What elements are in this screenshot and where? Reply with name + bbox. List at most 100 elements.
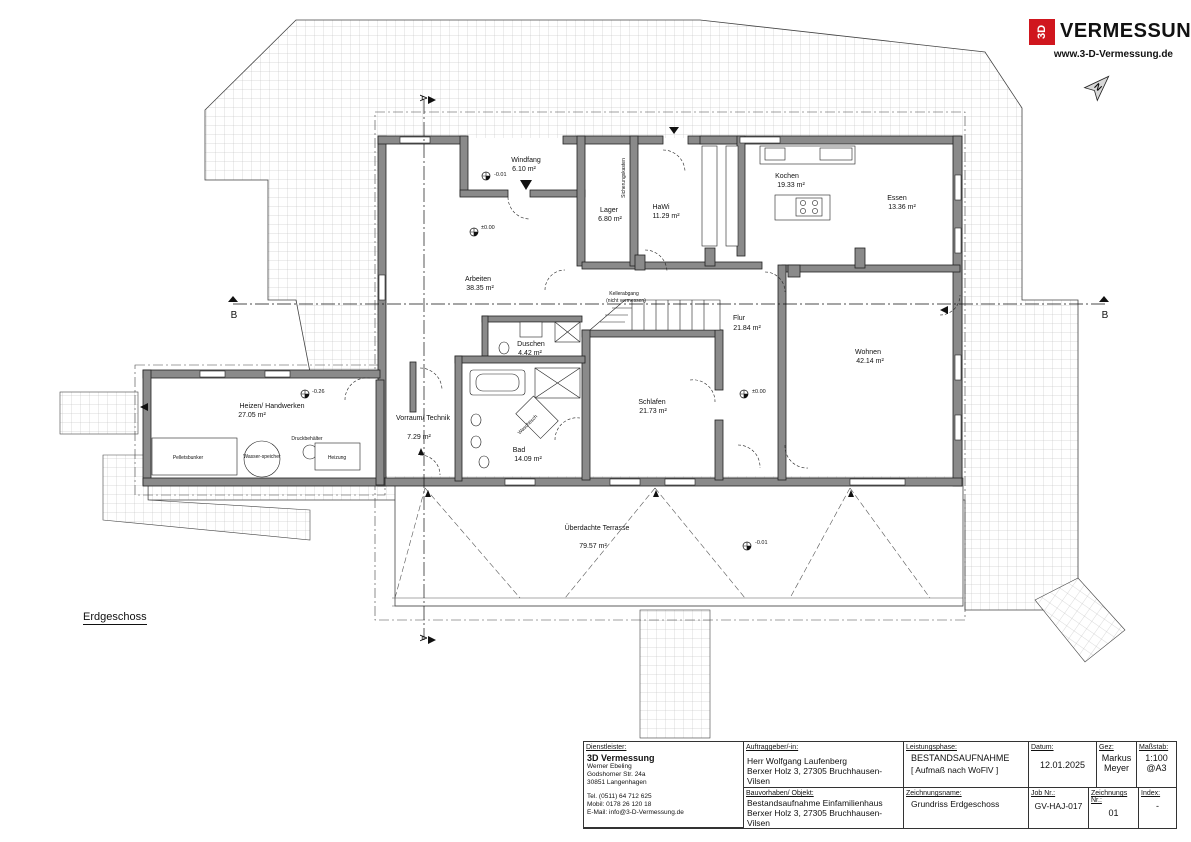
level-terrasse: -0.01 (755, 540, 768, 546)
room-flur-area: 21.84 m² (733, 325, 761, 332)
room-wohnen-area: 42.14 m² (856, 358, 884, 365)
room-bad-area: 14.09 m² (514, 456, 542, 463)
leistungsphase-cell: Leistungsphase: BESTANDSAUFNAHME [ Aufma… (904, 742, 1029, 788)
gez-first: Markus (1101, 753, 1132, 763)
section-mark-a-bottom: A (417, 635, 428, 642)
company-name: 3D Vermessung (587, 753, 655, 763)
company-tel: Tel. (0511) 64 712 625 (587, 793, 652, 800)
company-city: 30851 Langenhagen (587, 779, 647, 786)
room-hawi-name: HaWi (652, 204, 670, 211)
leistungsphase-caption: Leistungsphase: (906, 744, 957, 751)
auftraggeber-cell: Auftraggeber/-in: Herr Wolfgang Laufenbe… (744, 742, 904, 788)
section-mark-a-top: A (417, 95, 428, 102)
datum-caption: Datum: (1031, 744, 1054, 751)
label-sicherungskasten: Sicherungskasten (621, 158, 627, 198)
section-lines (233, 100, 1105, 640)
label-kellerabgang: Kellerabgang (609, 291, 639, 297)
level-arbeiten: ±0.00 (481, 225, 495, 231)
auftraggeber-address: Berxer Holz 3, 27305 Bruchhausen-Vilsen (747, 766, 883, 786)
windows (199, 136, 962, 486)
dienstleister-cell: Dienstleister: 3D Vermessung Werner Ebel… (584, 742, 744, 828)
section-mark-b-left: B (231, 310, 238, 321)
gez-last: Meyer (1103, 763, 1129, 773)
datum-value: 12.01.2025 (1039, 760, 1086, 770)
covered-terrace (394, 477, 964, 607)
logo-url: www.3-D-Vermessung.de (1053, 49, 1173, 60)
room-labels: Windfang 6.10 m² Lager 6.80 m² HaWi 11.2… (238, 157, 916, 550)
section-arrows (140, 96, 1109, 644)
room-flur-name: Flur (733, 315, 746, 322)
north-arrow-icon: N (1083, 75, 1110, 102)
room-schlafen-area: 21.73 m² (639, 408, 667, 415)
room-terrasse-name: Überdachte Terrasse (565, 524, 630, 532)
level-schlafen: ±0.00 (752, 389, 766, 395)
room-arbeiten-name: Arbeiten (465, 276, 491, 283)
level-heizen: -0.26 (312, 389, 325, 395)
section-mark-b-right: B (1102, 310, 1109, 321)
room-windfang-area: 6.10 m² (512, 166, 536, 173)
heating-fixtures (151, 437, 361, 478)
east-steps (1034, 577, 1126, 663)
index-caption: Index: (1141, 790, 1161, 797)
room-essen-name: Essen (887, 195, 907, 202)
room-lager-name: Lager (600, 207, 619, 214)
label-pelletsbunker: Pelletsbunker (173, 455, 204, 461)
room-wohnen-name: Wohnen (855, 349, 881, 356)
floor-label: Erdgeschoss (83, 611, 147, 625)
room-vorraum-name: Vorraum/ Technik (396, 415, 450, 422)
room-terrasse-area: 79.57 m² (579, 543, 607, 550)
west-steps (59, 391, 139, 435)
room-essen-area: 13.36 m² (888, 204, 916, 211)
bauvorhaben-address: Berxer Holz 3, 27305 Bruchhausen-Vilsen (747, 808, 883, 828)
room-lager-area: 6.80 m² (598, 216, 622, 223)
level-markers: -0.01 ±0.00 -0.26 ±0.00 -0.01 (300, 171, 768, 551)
zeichnungsname-value: Grundriss Erdgeschoss (911, 799, 1000, 809)
company-email: E-Mail: info@3-D-Vermessung.de (587, 809, 684, 816)
massstab-caption: Maßstab: (1139, 744, 1169, 751)
company-street: Godshorner Str. 24a (587, 771, 646, 778)
room-duschen-area: 4.42 m² (518, 350, 542, 357)
room-kochen-area: 19.33 m² (777, 182, 805, 189)
terrace-roof-lines (392, 487, 963, 607)
massstab-value: 1:100 (1145, 753, 1168, 763)
massstab-cell: Maßstab: 1:100 @A3 (1137, 742, 1176, 788)
leistungsphase-value: BESTANDSAUFNAHME (911, 753, 1010, 763)
index-cell: Index: - (1139, 788, 1176, 828)
gez-caption: Gez: (1099, 744, 1114, 751)
zeichnungsnr-cell: Zeichnungs Nr.: 01 (1089, 788, 1139, 828)
room-vorraum-area: 7.29 m² (407, 434, 431, 441)
room-hawi-area: 11.29 m² (652, 213, 680, 220)
job-cell: Job Nr.: GV-HAJ-017 (1029, 788, 1089, 828)
company-mobil: Mobil: 0178 26 120 18 (587, 801, 652, 808)
room-schlafen-name: Schlafen (638, 399, 665, 406)
bauvorhaben-name: Bestandsaufnahme Einfamilienhaus (747, 798, 883, 808)
door-swings (344, 149, 961, 476)
bauvorhaben-caption: Bauvorhaben/ Objekt: (746, 790, 814, 797)
title-block: Dienstleister: 3D Vermessung Werner Ebel… (583, 741, 1177, 829)
kitchen-furniture (701, 145, 856, 247)
auftraggeber-caption: Auftraggeber/-in: (746, 744, 799, 751)
room-heizen-area: 27.05 m² (238, 412, 266, 419)
north-label: N (1092, 81, 1104, 93)
room-duschen-name: Duschen (517, 341, 545, 348)
leistungsphase-sub: [ Aufmaß nach WoFlV ] (911, 765, 999, 775)
label-keller-note: (nicht vermessen) (606, 298, 646, 304)
datum-cell: Datum: 12.01.2025 (1029, 742, 1097, 788)
auftraggeber-name: Herr Wolfgang Laufenberg (747, 756, 848, 766)
index-value: - (1156, 801, 1159, 811)
bauvorhaben-cell: Bauvorhaben/ Objekt: Bestandsaufnahme Ei… (744, 788, 904, 828)
room-arbeiten-area: 38.35 m² (466, 285, 494, 292)
label-wasserspeicher: Wasser-speicher (243, 454, 281, 460)
room-bad-name: Bad (513, 447, 526, 454)
room-kochen-name: Kochen (775, 173, 799, 180)
job-caption: Job Nr.: (1031, 790, 1056, 797)
south-path (639, 609, 711, 739)
dienstleister-caption: Dienstleister: (586, 744, 627, 751)
basement-stairs (589, 299, 721, 331)
zeichnungsnr-caption: Zeichnungs Nr.: (1091, 790, 1128, 804)
company-contact: Werner Ebeling (587, 763, 632, 770)
logo-mark: 3D (1029, 19, 1055, 45)
massstab-format: @A3 (1146, 763, 1167, 773)
gez-cell: Gez: Markus Meyer (1097, 742, 1137, 788)
